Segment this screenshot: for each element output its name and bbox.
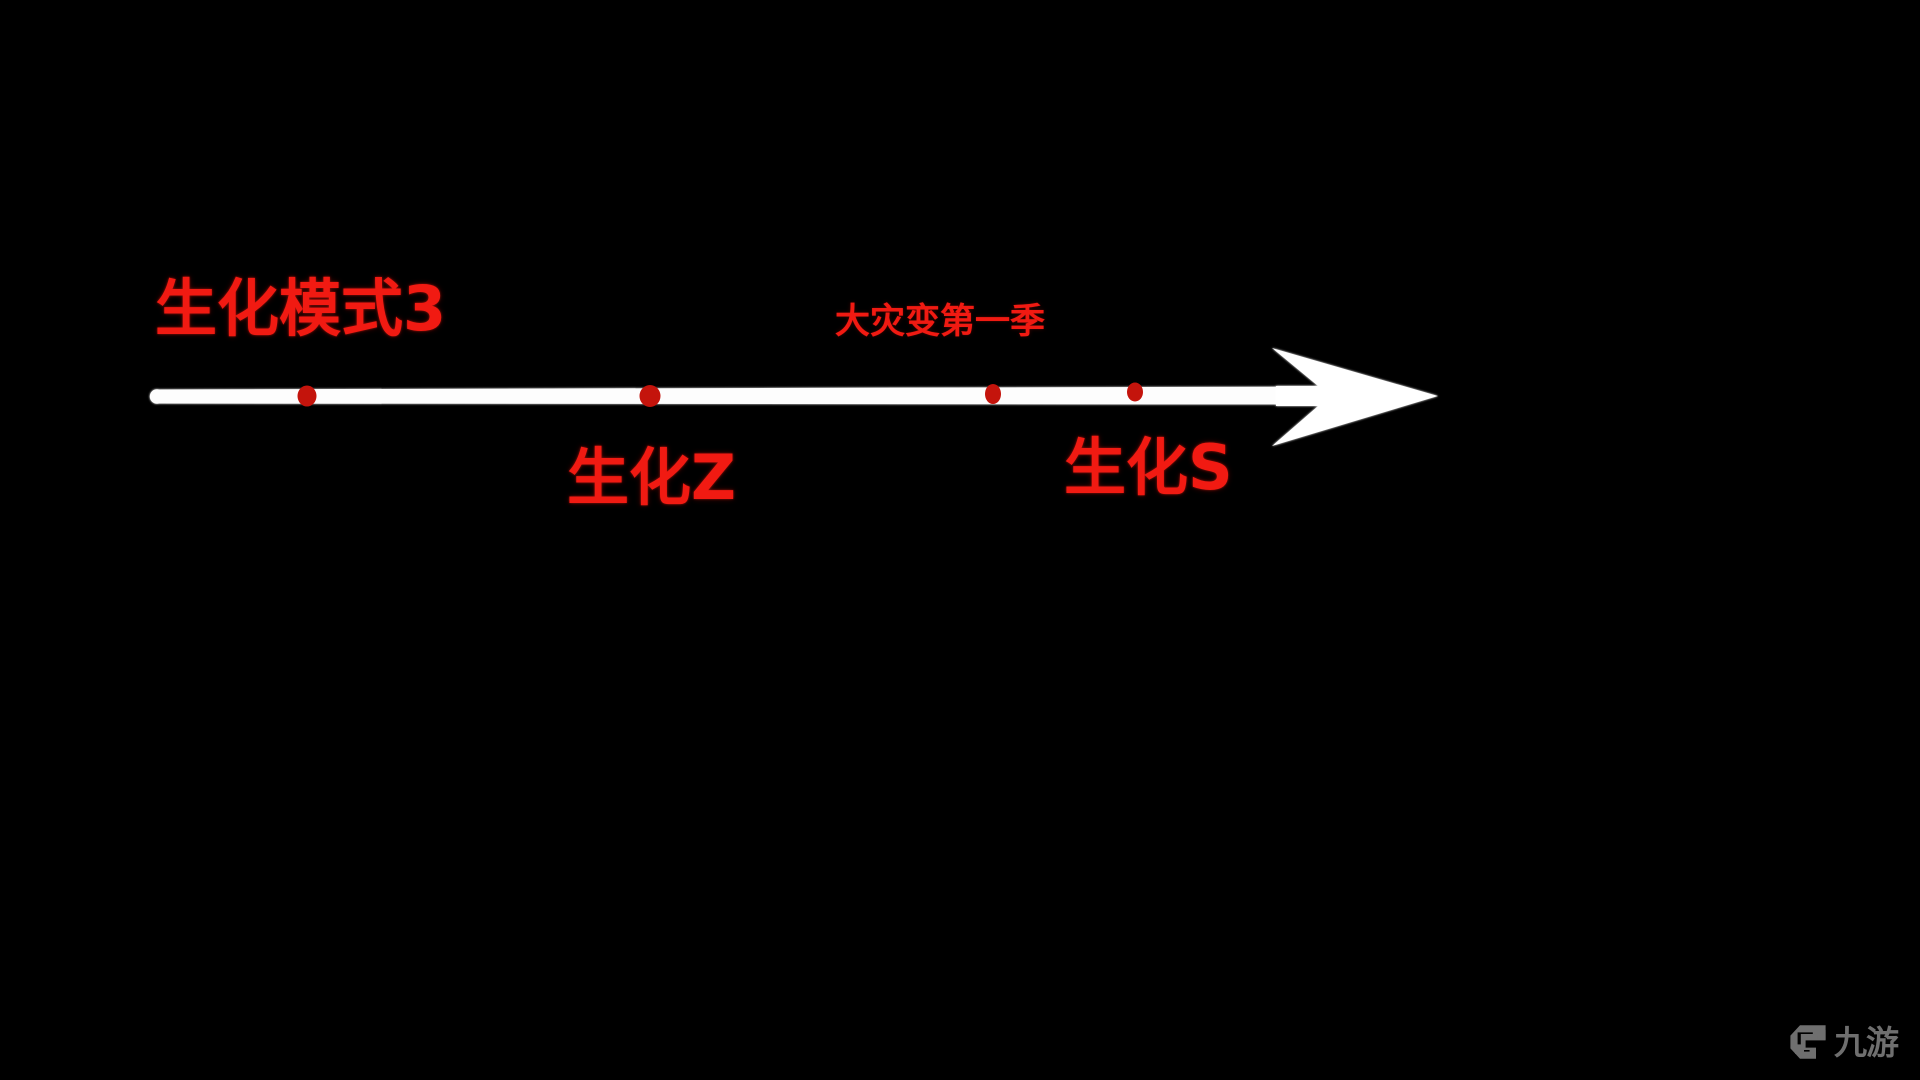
jiuyou-logo-icon	[1790, 1025, 1826, 1059]
timeline-label-cataclysm-season-1: 大灾变第一季	[835, 302, 1046, 342]
timeline-label-biohazard-z: 生化Z	[567, 441, 736, 514]
watermark-text: 九游	[1834, 1022, 1899, 1062]
timeline-label-biohazard-mode-3: 生化模式3	[155, 272, 447, 345]
axis-left-cap	[149, 389, 165, 404]
axis-shaft-group	[149, 386, 1360, 405]
axis-shaft	[155, 386, 1360, 405]
timeline-dot-3	[985, 384, 1001, 404]
timeline-dot-1	[297, 385, 317, 407]
timeline-label-biohazard-s: 生化S	[1064, 431, 1233, 504]
timeline-dot-2	[639, 385, 661, 407]
watermark: 九游	[1788, 1022, 1899, 1062]
axis-arrowhead	[1272, 348, 1438, 446]
timeline-dot-4	[1127, 382, 1143, 402]
